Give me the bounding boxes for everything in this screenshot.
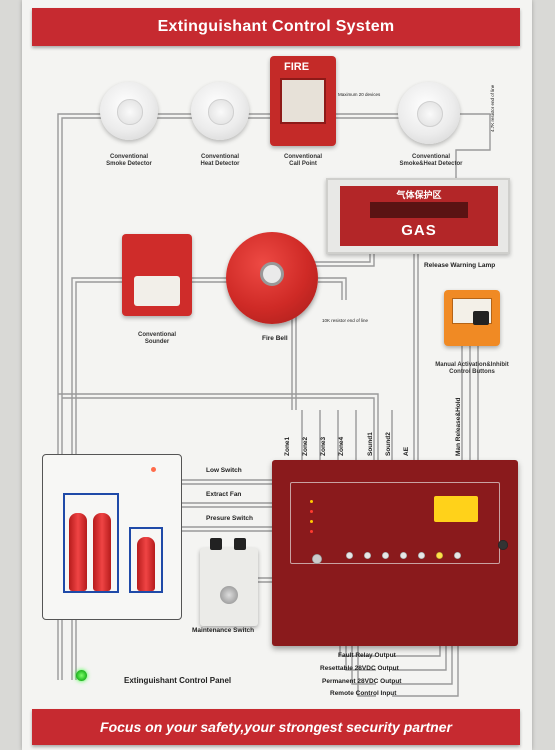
release-lamp-gas-text: GAS — [401, 222, 437, 239]
output-label-3: Permanent 28VDC Output — [322, 678, 402, 685]
zone-label-5: Sound1 — [367, 432, 374, 456]
heat-detector-icon — [191, 82, 249, 140]
output-label-1: Fault Relay Output — [338, 652, 396, 659]
sounder-label: Conventional Sounder — [137, 332, 176, 345]
title-banner: Extinguishant Control System — [32, 8, 520, 46]
smoke-detector-label: Conventional Smoke Detector — [106, 154, 152, 167]
zone-label-3: Zone3 — [320, 436, 327, 456]
fire-bell-label: Fire Bell — [262, 335, 288, 342]
smoke-heat-detector-icon — [398, 82, 460, 144]
manual-activation-button-icon — [444, 290, 500, 346]
release-warning-lamp-icon: 气体保护区 GAS — [326, 178, 510, 254]
fire-bell-icon — [226, 232, 318, 324]
release-lamp-cn-text: 气体保护区 — [396, 190, 442, 200]
zone-label-2: Zone2 — [302, 436, 309, 456]
panel-brand-plate — [434, 496, 478, 522]
heat-detector-label: Conventional Heat Detector — [200, 154, 240, 167]
maintenance-switch-label: Maintenance Switch — [192, 627, 255, 634]
control-panel-label: Extinguishant Control Panel — [124, 676, 232, 685]
call-point-label: Conventional Call Point — [283, 154, 322, 167]
gas-cylinder-storage-illustration — [42, 454, 182, 620]
resistor-eol-note-1: 4.7K resistor end of line — [490, 84, 495, 132]
slogan-banner: Focus on your safety,your strongest secu… — [32, 709, 520, 745]
output-label-4: Remote Control Input — [330, 690, 397, 697]
maintenance-switch-icon — [200, 538, 258, 626]
smoke-detector-icon — [100, 82, 158, 140]
zone-label-7: AE — [403, 446, 410, 456]
sounder-icon — [122, 234, 192, 316]
side-input-label-2: Extract Fan — [206, 491, 242, 498]
side-input-label-3: Presure Switch — [206, 515, 253, 522]
call-point-icon: FIRE — [270, 56, 336, 146]
resistor-eol-note-2: 10K resistor end of line — [322, 318, 369, 323]
zone-label-4: Zone4 — [338, 436, 345, 456]
control-panel-unit — [272, 460, 518, 646]
zone-label-1: Zone1 — [284, 436, 291, 456]
output-label-2: Resettable 28VDC Output — [320, 665, 399, 672]
smoke-heat-detector-label: Conventional Smoke&Heat Detector — [399, 154, 463, 167]
zone-label-8: Man Release&Hold — [455, 397, 462, 456]
release-lamp-label: Release Warning Lamp — [424, 262, 496, 269]
side-input-label-1: Low Switch — [206, 467, 242, 474]
zone-label-6: Sound2 — [385, 432, 392, 456]
call-point-badge: FIRE — [284, 61, 310, 73]
power-indicator-led — [76, 670, 87, 681]
manual-button-label: Manual Activation&Inhibit Control Button… — [435, 362, 509, 375]
max-devices-note: Maximum 20 devices — [338, 92, 381, 97]
